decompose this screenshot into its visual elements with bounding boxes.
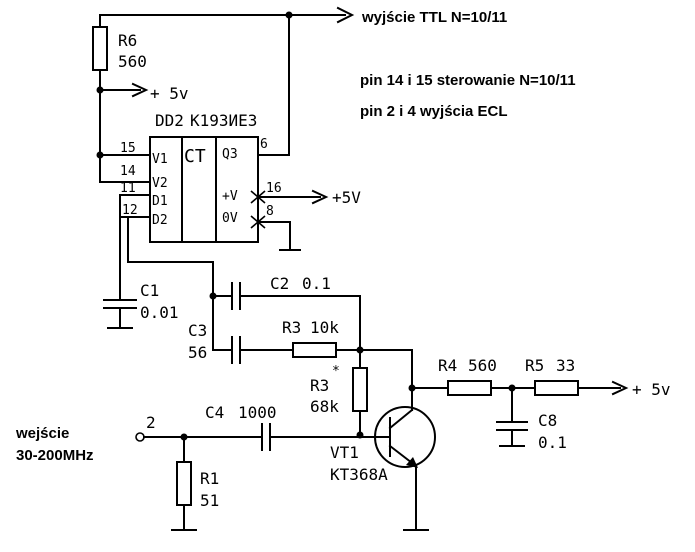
- r4-ref: R4: [438, 356, 457, 375]
- c2-value: 0.1: [302, 274, 331, 293]
- resistor-r1: [171, 436, 197, 531]
- c2-ref: C2: [270, 274, 289, 293]
- r5-value: 33: [556, 356, 575, 375]
- r3b-ref: R3: [310, 376, 329, 395]
- ic-pin11-name: D1: [152, 194, 168, 209]
- c1-ref: C1: [140, 281, 159, 300]
- ic-pin12-name: D2: [152, 213, 168, 228]
- r6-value: 560: [118, 52, 147, 71]
- r3a-ref: R3: [282, 318, 301, 337]
- r5-ref: R5: [525, 356, 544, 375]
- r5-supply-label: + 5v: [632, 380, 671, 399]
- ic-supply-label: +5V: [332, 188, 361, 207]
- input-label-1: wejście: [15, 425, 69, 442]
- transistor-vt1: [374, 406, 436, 531]
- r1-ref: R1: [200, 469, 219, 488]
- c3-value: 56: [188, 343, 207, 362]
- input-label-2: 30-200MHz: [16, 447, 94, 464]
- vt1-ref: VT1: [330, 443, 359, 462]
- note-line-2: pin 2 i 4 wyjścia ECL: [360, 103, 508, 120]
- input-node-number: 2: [146, 413, 156, 432]
- ic-pin6-num: 6: [260, 137, 268, 152]
- ttl-output-line: [99, 6, 355, 156]
- ic-pin16-num: 16: [266, 181, 282, 196]
- ic-ref: DD2: [155, 111, 184, 130]
- c8-value: 0.1: [538, 433, 567, 452]
- note-line-1: pin 14 i 15 sterowanie N=10/11: [360, 72, 576, 89]
- vt1-part: KT368A: [330, 465, 388, 484]
- ic-q3-name: Q3: [222, 147, 238, 162]
- resistor-r3-10k: [292, 342, 413, 411]
- ic-pin8-num: 8: [266, 204, 274, 219]
- c4-ref: C4: [205, 403, 224, 422]
- ic-pin15-num: 15: [120, 141, 136, 156]
- c1-value: 0.01: [140, 303, 179, 322]
- resistor-r4: [408, 380, 536, 396]
- c8-ref: C8: [538, 411, 557, 430]
- c4-value: 1000: [238, 403, 277, 422]
- ic-pin15-name: V1: [152, 152, 168, 167]
- resistor-r3-68k: [352, 367, 368, 439]
- ic-0v-name: 0V: [222, 211, 238, 226]
- r4-value: 560: [468, 356, 497, 375]
- c3-ref: C3: [188, 321, 207, 340]
- capacitor-c2: [212, 282, 361, 369]
- ic-pin14-name: V2: [152, 176, 168, 191]
- capacitor-c4: [143, 423, 389, 451]
- r3b-value: 68k: [310, 397, 339, 416]
- ic-block-label: CT: [184, 146, 206, 167]
- ttl-output-label: wyjście TTL N=10/11: [361, 9, 507, 26]
- ic-part: K193ИE3: [190, 111, 257, 130]
- ic-pin11-num: 11: [120, 181, 136, 196]
- capacitor-c3: [212, 336, 294, 364]
- capacitor-c8: [496, 387, 528, 447]
- r3b-mark: *: [332, 364, 340, 379]
- capacitor-c1: [103, 194, 137, 329]
- r6-ref: R6: [118, 31, 137, 50]
- r3a-value: 10k: [310, 318, 339, 337]
- r1-value: 51: [200, 491, 219, 510]
- r6-supply-label: + 5v: [150, 84, 189, 103]
- ic-pin14-num: 14: [120, 164, 136, 179]
- ic-vplus-name: +V: [222, 189, 238, 204]
- resistor-r5: [534, 380, 629, 396]
- ic-dd2: [119, 136, 329, 251]
- input-node[interactable]: [135, 432, 145, 442]
- ic-pin12-num: 12: [122, 203, 138, 218]
- resistor-r6: [92, 14, 151, 183]
